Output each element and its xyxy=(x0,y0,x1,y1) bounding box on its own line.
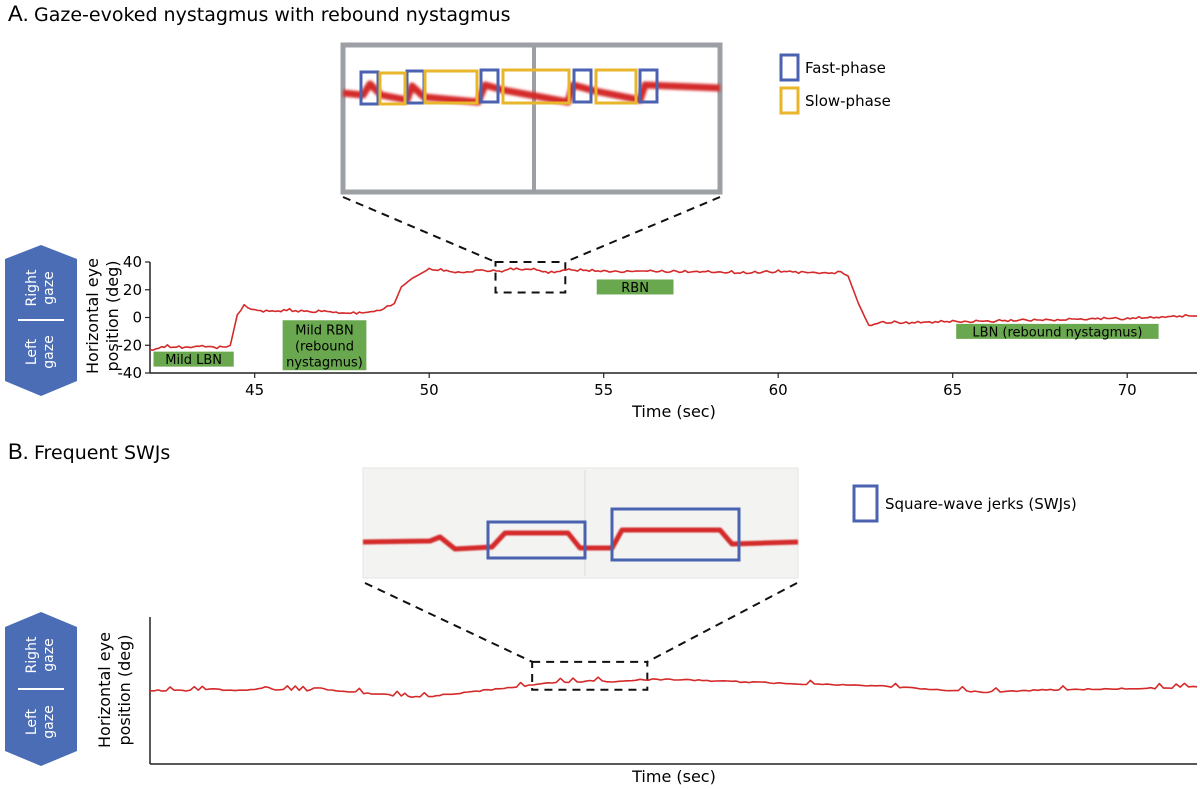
panel-b-gaze-arrow: Rightgaze Leftgaze xyxy=(5,612,77,766)
fast-phase-box xyxy=(359,70,380,106)
panel-b-title: Frequent SWJs xyxy=(34,442,170,464)
gaze-left-label: Leftgaze xyxy=(24,705,57,738)
annotation-bg xyxy=(153,351,234,367)
slow-phase-box xyxy=(501,68,571,105)
annotation-label: Mild LBN xyxy=(165,353,222,368)
legend-fast-phase-swatch xyxy=(779,53,800,82)
panel-b-legend: Square-wave jerks (SWJs) xyxy=(852,484,1077,523)
panel-a-ylabel: Horizontal eyeposition (deg) xyxy=(83,258,122,374)
legend-fast-phase-label: Fast-phase xyxy=(805,59,886,77)
gaze-right-label: Rightgaze xyxy=(24,636,57,673)
y-tick-label: -40 xyxy=(118,364,143,382)
annotation-bg xyxy=(956,323,1159,339)
legend-slow-phase-swatch xyxy=(779,86,800,115)
panel-b-letter: B. xyxy=(8,439,29,464)
panel-a: A. Gaze-evoked nystagmus with rebound ny… xyxy=(5,1,1197,421)
gaze-left-label: Leftgaze xyxy=(24,335,57,368)
annotation-3: RBN xyxy=(596,279,674,296)
slow-phase-box xyxy=(594,68,638,105)
panel-a-zoom-inset xyxy=(340,42,723,195)
panel-a-axes: -40 -20 0 20 40 45 50 55 60 65 70 xyxy=(118,253,1197,399)
inset-a-frame xyxy=(340,42,723,195)
x-tick-label: 60 xyxy=(769,381,788,399)
fast-phase-box xyxy=(479,68,500,104)
zoom-connector-left xyxy=(342,196,496,263)
annotation-bg xyxy=(282,320,367,371)
panel-a-legend: Fast-phase Slow-phase xyxy=(779,53,891,115)
annotation-label: RBN xyxy=(621,281,649,296)
slow-phase-box xyxy=(378,71,407,106)
legend-swj-label: Square-wave jerks (SWJs) xyxy=(885,495,1077,513)
panel-b-eye-trace xyxy=(149,676,1198,698)
zoom-window-box xyxy=(531,660,649,691)
swj-box-2 xyxy=(610,507,741,562)
legend-swj-swatch xyxy=(852,484,879,523)
x-tick-label: 65 xyxy=(943,381,962,399)
panel-a-gaze-arrow: Rightgaze Leftgaze xyxy=(5,245,77,396)
gaze-right-label: Rightgaze xyxy=(24,269,57,306)
x-tick-label: 45 xyxy=(245,381,264,399)
panel-a-xlabel: Time (sec) xyxy=(631,402,716,421)
y-tick-label: 0 xyxy=(132,309,142,327)
panel-b-zoom-connectors xyxy=(364,582,798,691)
zoom-connector-right xyxy=(564,196,721,263)
fast-phase-box xyxy=(572,68,593,104)
panel-a-letter: A. xyxy=(8,1,29,26)
panel-a-x-ticks: 45 50 55 60 65 70 xyxy=(245,373,1137,399)
inset-a-phase-boxes xyxy=(359,68,659,106)
slow-phase-box xyxy=(423,69,479,105)
panel-b: B. Frequent SWJs Square-wave jerks (SWJs… xyxy=(5,439,1198,786)
fast-phase-box xyxy=(638,68,659,104)
zoom-window-box xyxy=(494,261,567,294)
x-tick-label: 50 xyxy=(420,381,439,399)
zoom-connector-right xyxy=(646,582,798,663)
zoom-connector-left xyxy=(364,582,533,663)
swj-box-1 xyxy=(486,520,587,560)
annotation-bg xyxy=(596,279,674,295)
panel-a-eye-trace xyxy=(149,267,1197,351)
panel-a-zoom-connectors xyxy=(342,196,721,294)
y-tick-label: 40 xyxy=(123,253,142,271)
annotation-label: LBN (rebound nystagmus) xyxy=(972,325,1142,340)
y-tick-label: 20 xyxy=(123,281,142,299)
panel-b-ylabel: Horizontal eyeposition (deg) xyxy=(95,632,134,748)
panel-b-zoom-inset xyxy=(362,467,799,579)
inset-b-trace xyxy=(362,527,799,552)
panel-a-title: Gaze-evoked nystagmus with rebound nysta… xyxy=(34,4,510,26)
panel-b-xlabel: Time (sec) xyxy=(631,767,716,786)
y-tick-label: -20 xyxy=(118,336,143,354)
annotation-4: LBN (rebound nystagmus) xyxy=(956,323,1159,340)
x-tick-label: 70 xyxy=(1118,381,1137,399)
x-tick-label: 55 xyxy=(594,381,613,399)
annotation-1: Mild LBN xyxy=(153,351,234,368)
panel-a-y-ticks: -40 -20 0 20 40 xyxy=(118,253,150,382)
legend-slow-phase-label: Slow-phase xyxy=(805,92,891,110)
